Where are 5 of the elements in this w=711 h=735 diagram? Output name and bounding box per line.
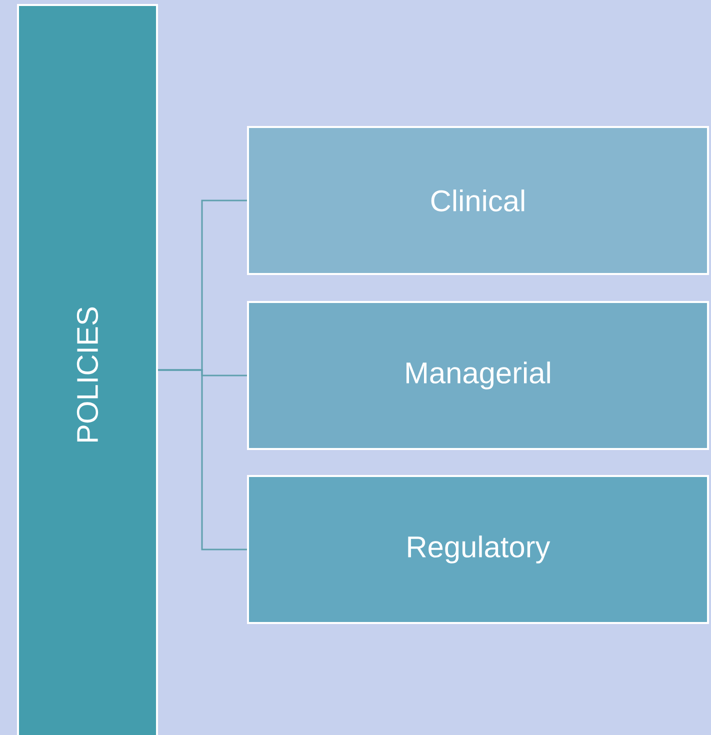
connector-line [158,369,247,550]
category-box: Clinical [247,126,709,275]
category-box: Regulatory [247,475,709,624]
vertical-bar: POLICIES [17,4,158,735]
category-box: Managerial [247,301,709,450]
